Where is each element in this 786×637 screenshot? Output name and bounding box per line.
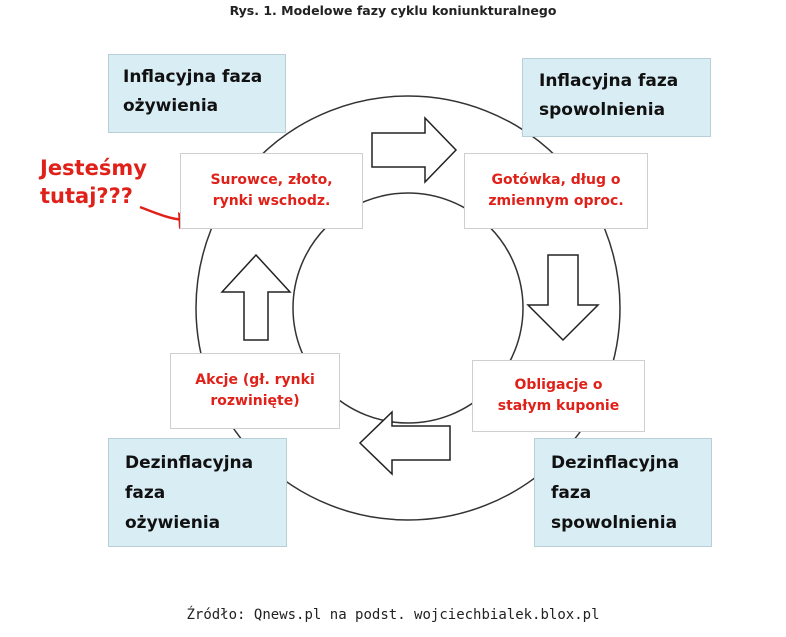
- arrow-right-icon: [371, 116, 458, 184]
- phase-box-top-left: Inflacyjna faza ożywienia: [108, 54, 286, 133]
- phase-top-right-line-2: spowolnienia: [539, 99, 666, 120]
- arrow-up-icon: [220, 253, 292, 341]
- callout-line-1: Jesteśmy: [40, 156, 147, 180]
- asset-box-bottom-left: Akcje (gł. rynki rozwinięte): [170, 353, 340, 429]
- diagram-title: Rys. 1. Modelowe fazy cyklu koniunktural…: [229, 3, 557, 18]
- phase-bottom-left-line-3: ożywienia: [125, 512, 221, 533]
- here-callout: Jesteśmy tutaj???: [40, 154, 147, 211]
- asset-bottom-left-line-2: rozwinięte): [210, 393, 300, 409]
- asset-top-left-line-1: Surowce, złoto,: [210, 172, 333, 188]
- arrow-left-icon: [358, 410, 451, 476]
- asset-top-right-line-2: zmiennym oproc.: [488, 193, 624, 209]
- source-caption: Źródło: Qnews.pl na podst. wojciechbiale…: [186, 607, 600, 623]
- asset-top-right-line-1: Gotówka, dług o: [491, 172, 621, 188]
- asset-bottom-right-line-2: stałym kuponie: [497, 398, 620, 414]
- phase-bottom-right-line-2: faza: [551, 482, 592, 503]
- outer-ring: [195, 95, 621, 521]
- asset-box-bottom-right: Obligacje o stałym kuponie: [472, 360, 645, 432]
- phase-box-top-right: Inflacyjna faza spowolnienia: [522, 58, 711, 137]
- phase-bottom-left-line-2: faza: [125, 482, 166, 503]
- phase-bottom-right-line-3: spowolnienia: [551, 512, 678, 533]
- asset-top-left-line-2: rynki wschodz.: [212, 193, 331, 209]
- phase-bottom-left-line-1: Dezinflacyjna: [125, 453, 254, 473]
- phase-box-bottom-left: Dezinflacyjna faza ożywienia: [108, 438, 287, 547]
- phase-top-left-line-1: Inflacyjna faza: [123, 67, 263, 87]
- phase-top-left-line-2: ożywienia: [123, 95, 219, 116]
- asset-bottom-right-line-1: Obligacje o: [514, 377, 603, 393]
- phase-top-right-line-1: Inflacyjna faza: [539, 71, 679, 91]
- callout-line-2: tutaj???: [40, 184, 133, 209]
- arrow-down-icon: [526, 254, 600, 342]
- asset-box-top-right: Gotówka, dług o zmiennym oproc.: [464, 153, 648, 229]
- phase-box-bottom-right: Dezinflacyjna faza spowolnienia: [534, 438, 712, 547]
- asset-box-top-left: Surowce, złoto, rynki wschodz.: [180, 153, 363, 229]
- inner-ring: [292, 192, 524, 424]
- phase-bottom-right-line-1: Dezinflacyjna: [551, 453, 680, 473]
- asset-bottom-left-line-1: Akcje (gł. rynki: [195, 372, 315, 388]
